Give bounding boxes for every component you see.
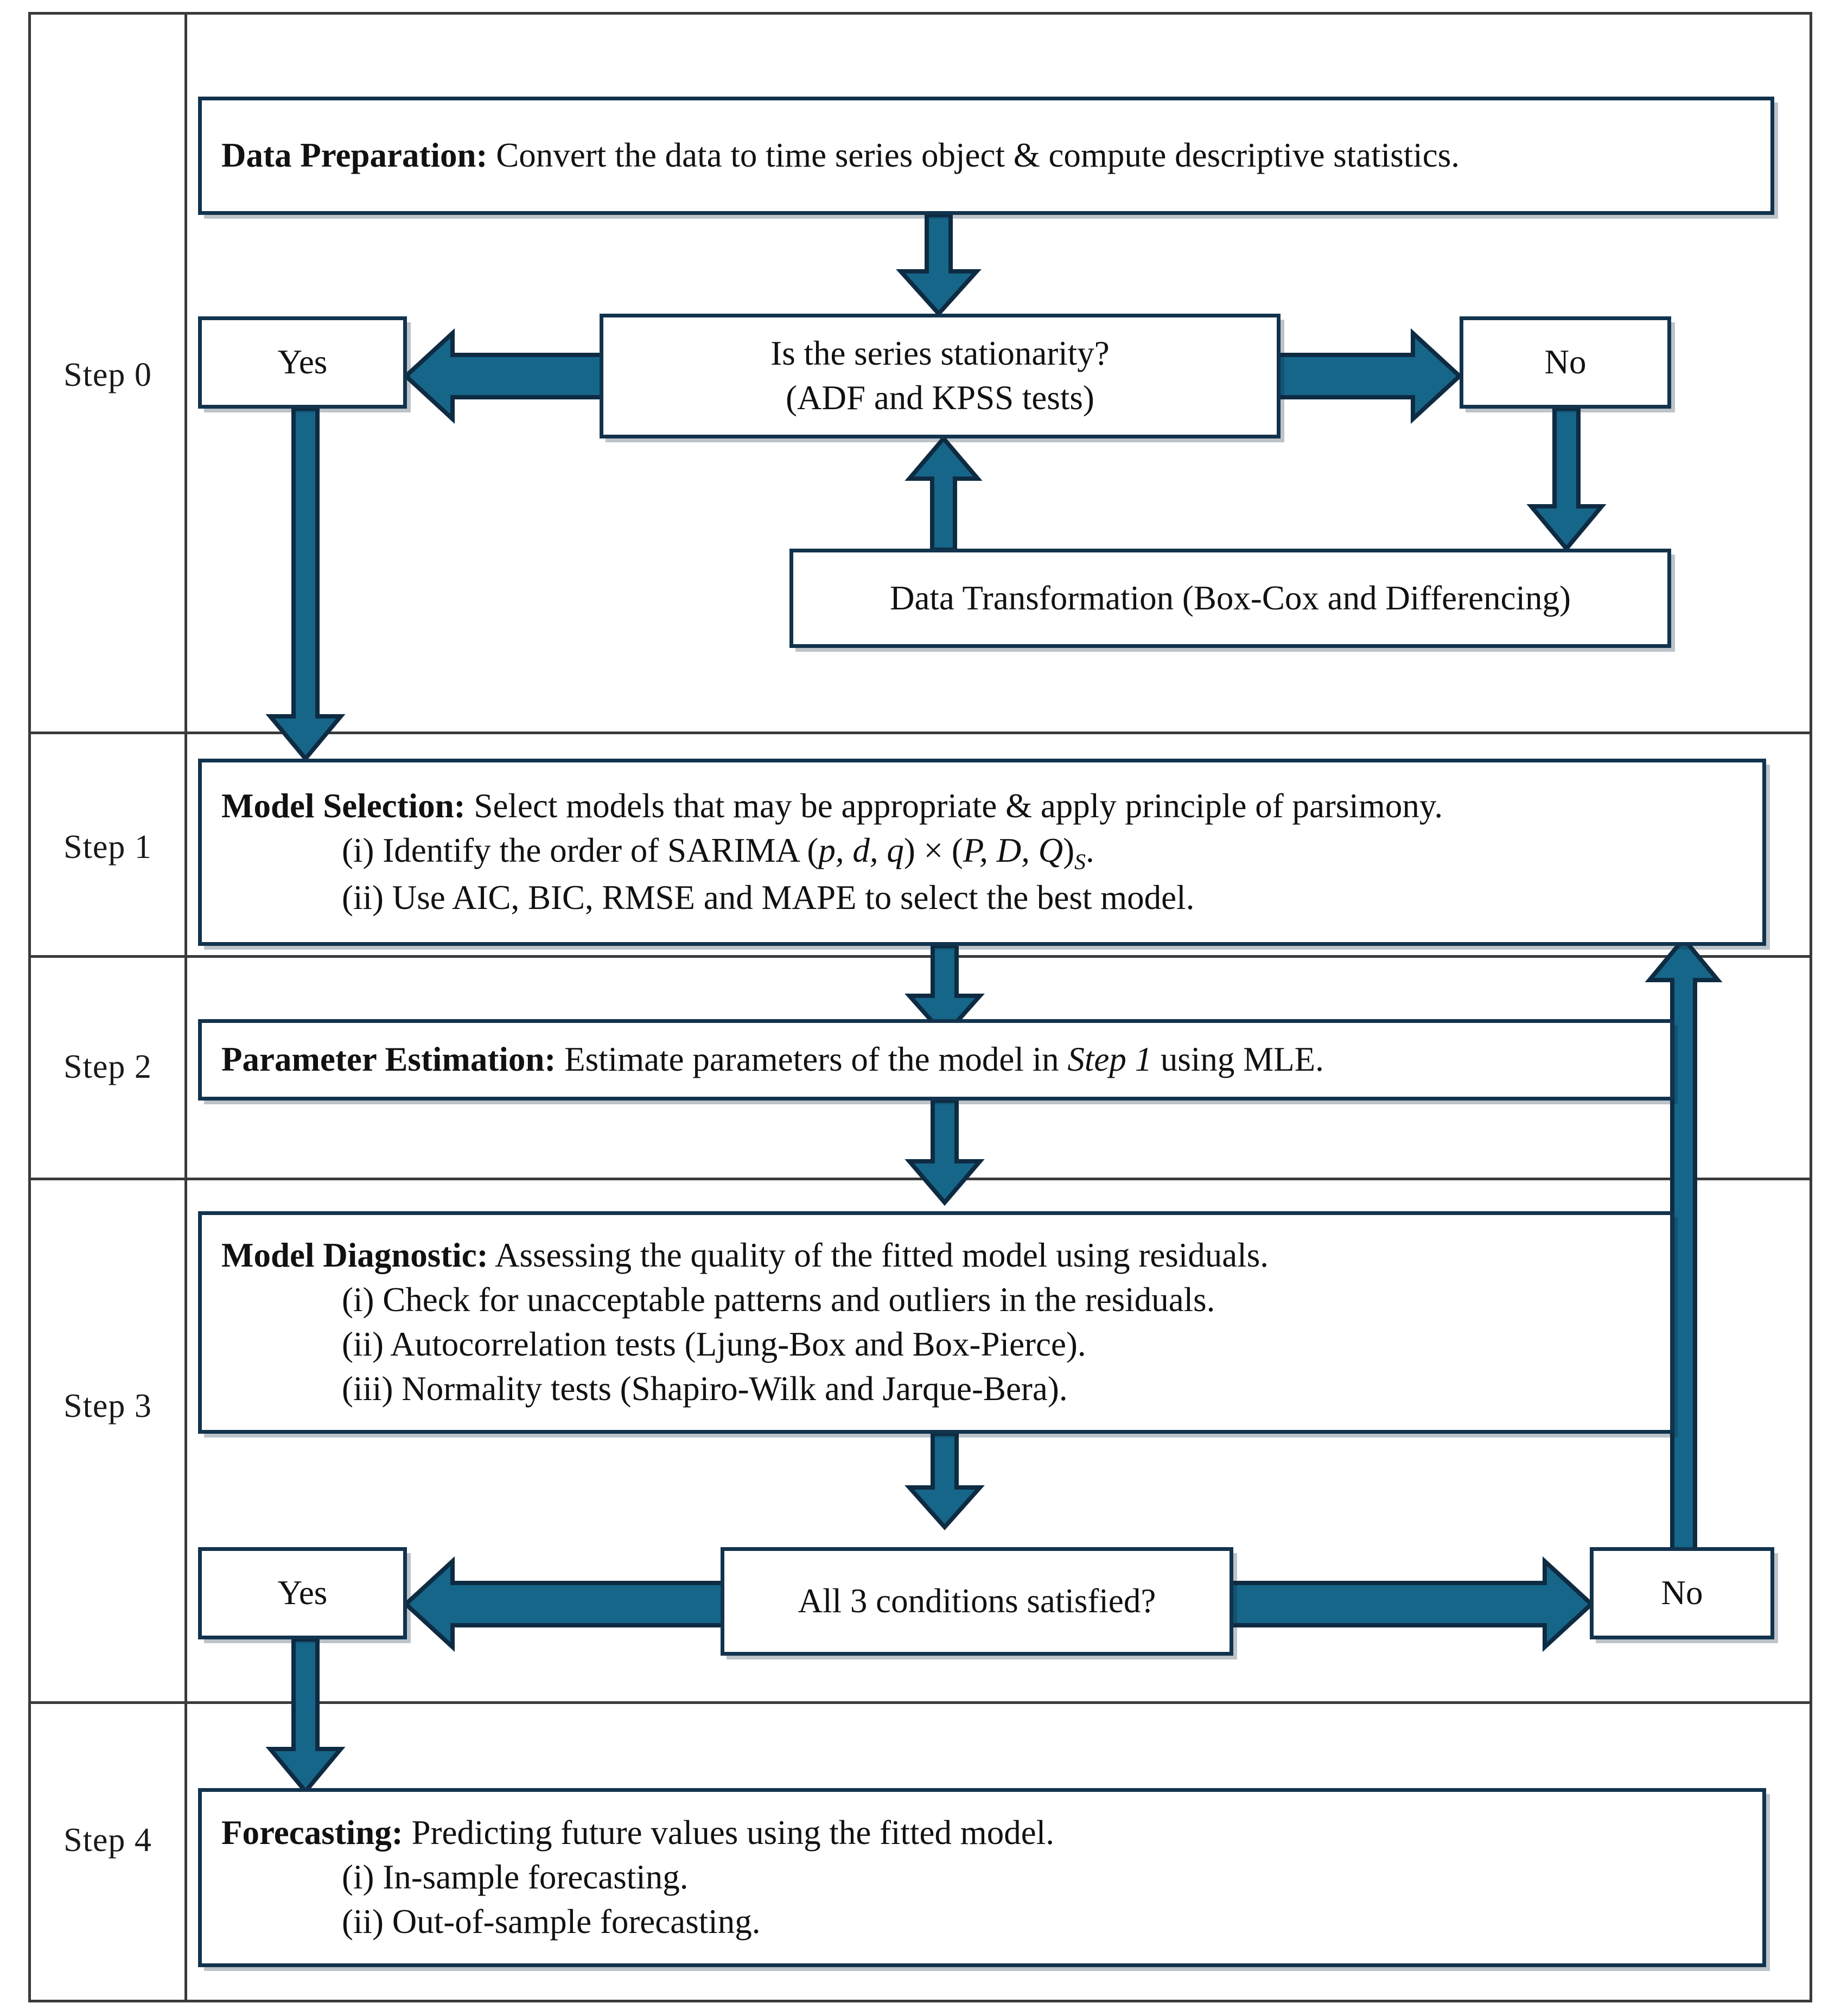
box-model-diagnostic: Model Diagnostic: Assessing the quality … xyxy=(198,1211,1674,1434)
box-forecasting: Forecasting: Predicting future values us… xyxy=(198,1788,1766,1967)
data-transformation-text: Data Transformation (Box-Cox and Differe… xyxy=(889,578,1571,617)
box-no-step3: No xyxy=(1590,1547,1774,1639)
model-selection-text: Model Selection: Select models that may … xyxy=(221,784,1743,829)
table-column-divider xyxy=(184,12,187,2002)
model-diagnostic-text: Model Diagnostic: Assessing the quality … xyxy=(221,1233,1651,1278)
forecasting-heading: Forecasting: xyxy=(221,1814,403,1852)
parameter-estimation-post: using MLE. xyxy=(1152,1040,1324,1079)
arrow-diagnostic-to-conditions xyxy=(904,1432,985,1531)
forecasting-item-i: (i) In-sample forecasting. xyxy=(342,1858,689,1897)
box-conditions-decision: All 3 conditions satisfied? xyxy=(721,1547,1233,1656)
arrow-selection-to-estimation xyxy=(904,944,985,1039)
conditions-decision-text: All 3 conditions satisfied? xyxy=(798,1582,1156,1620)
parameter-estimation-text: Parameter Estimation: Estimate parameter… xyxy=(221,1038,1651,1082)
model-selection-seasonal-subscript: S xyxy=(1074,849,1086,874)
stationarity-decision-line2: (ADF and KPSS tests) xyxy=(786,379,1094,417)
model-selection-item-i-mid: ) × ( xyxy=(903,831,963,869)
no-step0-label: No xyxy=(1544,343,1587,381)
arrow-no-to-transformation xyxy=(1526,406,1607,552)
forecasting-body: Predicting future values using the fitte… xyxy=(403,1814,1054,1852)
box-no-step0: No xyxy=(1460,316,1671,409)
model-selection-item-i: (i) Identify the order of SARIMA (p, d, … xyxy=(221,829,1743,876)
model-diagnostic-body: Assessing the quality of the fitted mode… xyxy=(488,1236,1269,1275)
arrow-conditions-to-no xyxy=(1228,1556,1595,1652)
yes-step3-label: Yes xyxy=(277,1574,328,1612)
parameter-estimation-step-ref: Step 1 xyxy=(1067,1040,1152,1079)
model-selection-PDQ: P, D, Q xyxy=(963,831,1063,869)
box-yes-step3: Yes xyxy=(198,1547,407,1639)
arrow-estimation-to-diagnostic xyxy=(904,1098,985,1206)
model-diagnostic-item-ii: (ii) Autocorrelation tests (Ljung-Box an… xyxy=(342,1325,1086,1363)
row-divider-step2-step3 xyxy=(28,1178,1812,1180)
forecasting-text: Forecasting: Predicting future values us… xyxy=(221,1811,1743,1855)
model-selection-item-i-end: . xyxy=(1085,831,1094,869)
row-divider-step3-step4 xyxy=(28,1701,1812,1704)
model-selection-item-i-pre: (i) Identify the order of SARIMA ( xyxy=(342,831,819,869)
box-stationarity-decision: Is the series stationarity? (ADF and KPS… xyxy=(600,314,1281,438)
yes-step0-label: Yes xyxy=(277,343,328,381)
parameter-estimation-heading: Parameter Estimation: xyxy=(221,1040,556,1079)
model-diagnostic-item-i: (i) Check for unacceptable patterns and … xyxy=(342,1281,1215,1319)
row-divider-step1-step2 xyxy=(28,955,1812,958)
data-preparation-text: Data Preparation: Convert the data to ti… xyxy=(221,133,1751,178)
model-selection-heading: Model Selection: xyxy=(221,786,466,825)
arrow-yes-to-forecasting xyxy=(265,1637,346,1795)
table-outer-frame xyxy=(28,12,1812,2002)
box-model-selection: Model Selection: Select models that may … xyxy=(198,759,1766,946)
step-label-step2: Step 2 xyxy=(63,1048,152,1085)
arrow-conditions-to-yes xyxy=(403,1556,728,1652)
data-preparation-heading: Data Preparation: xyxy=(221,136,488,175)
forecasting-item-ii: (ii) Out-of-sample forecasting. xyxy=(342,1902,761,1941)
no-step3-label: No xyxy=(1661,1574,1703,1612)
box-parameter-estimation: Parameter Estimation: Estimate parameter… xyxy=(198,1019,1674,1101)
row-divider-step0-step1 xyxy=(28,732,1812,734)
step-label-step4: Step 4 xyxy=(63,1822,152,1859)
arrow-decision-to-no xyxy=(1276,328,1463,424)
arrow-prep-to-decision xyxy=(896,213,982,317)
step-label-step3: Step 3 xyxy=(63,1388,152,1424)
model-selection-pdq: p, d, q xyxy=(818,831,904,869)
arrow-yes-to-model-selection xyxy=(265,406,346,762)
data-preparation-body: Convert the data to time series object &… xyxy=(487,136,1460,175)
parameter-estimation-pre: Estimate parameters of the model in xyxy=(556,1040,1068,1079)
step-label-step0: Step 0 xyxy=(63,357,152,393)
model-selection-body: Select models that may be appropriate & … xyxy=(465,786,1443,825)
box-data-preparation: Data Preparation: Convert the data to ti… xyxy=(198,97,1774,215)
arrow-decision-to-yes xyxy=(403,328,609,424)
step-label-step1: Step 1 xyxy=(63,829,152,866)
model-selection-item-ii: (ii) Use AIC, BIC, RMSE and MAPE to sele… xyxy=(342,879,1195,917)
model-diagnostic-item-iii: (iii) Normality tests (Shapiro-Wilk and … xyxy=(342,1369,1068,1408)
model-diagnostic-heading: Model Diagnostic: xyxy=(221,1236,488,1275)
box-yes-step0: Yes xyxy=(198,316,407,409)
stationarity-decision-line1: Is the series stationarity? xyxy=(770,334,1110,373)
box-data-transformation: Data Transformation (Box-Cox and Differe… xyxy=(789,549,1671,648)
arrow-transformation-to-decision xyxy=(904,435,983,552)
model-selection-item-i-close: ) xyxy=(1063,831,1075,869)
